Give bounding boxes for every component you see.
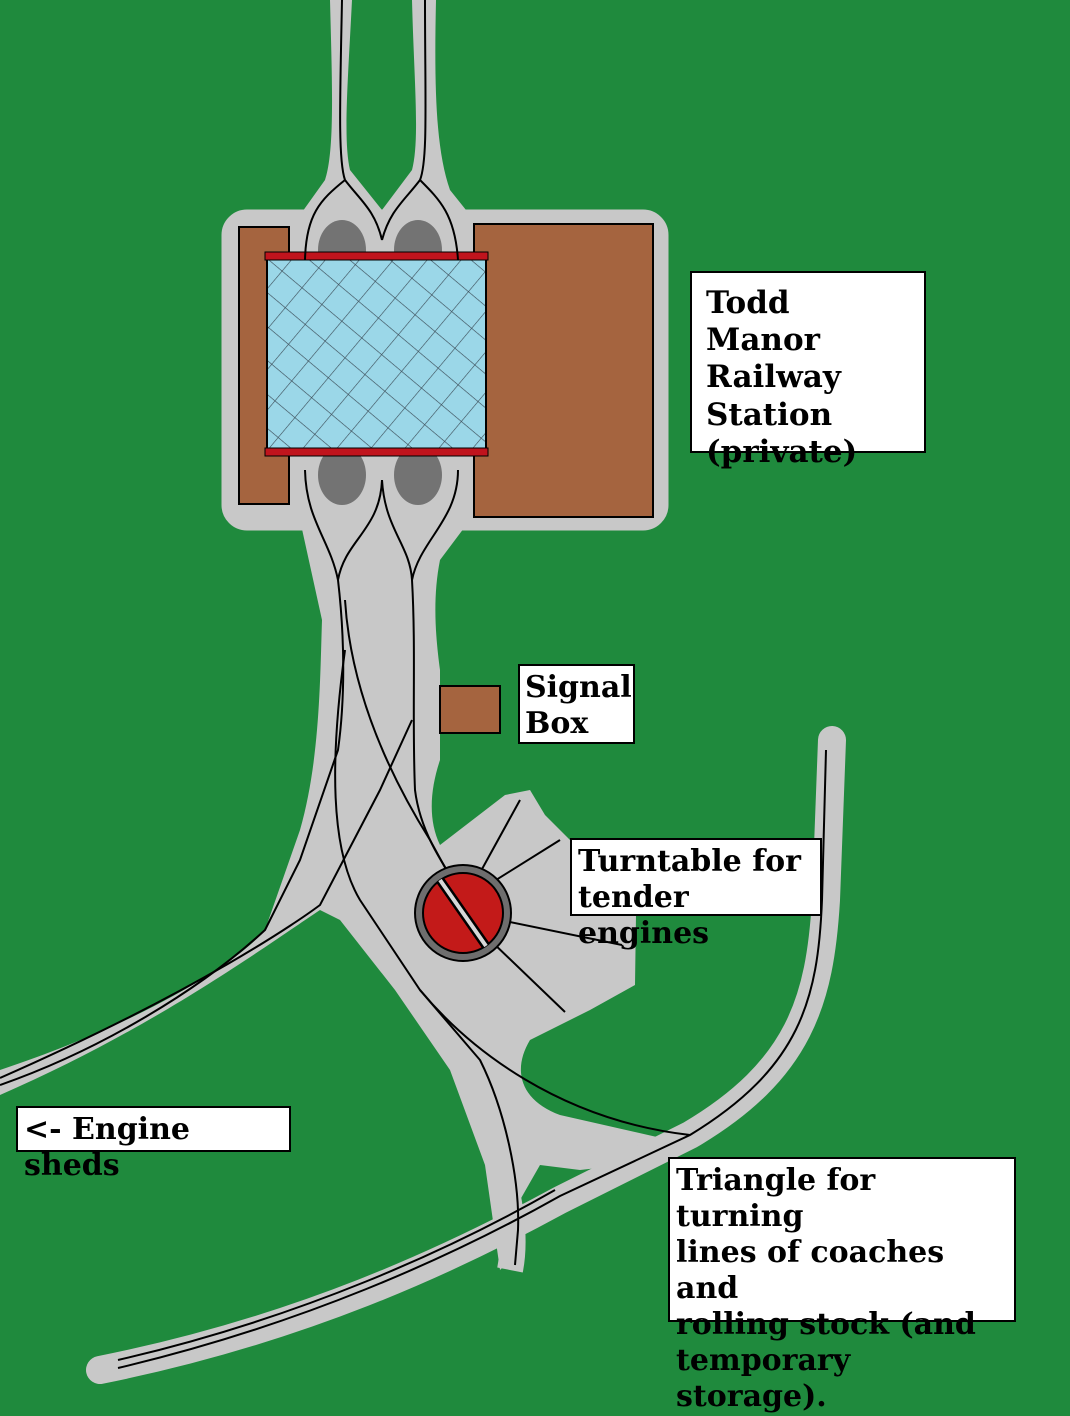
triangle-base-bed xyxy=(86,726,846,1384)
station-canopy xyxy=(264,251,489,457)
spur-3 xyxy=(499,919,623,946)
rail-south-a xyxy=(337,479,383,581)
rail-main-south-2 xyxy=(0,719,413,1079)
canopy-hatch xyxy=(266,257,487,451)
engine-sheds-label: <- Engine sheds xyxy=(16,1106,291,1183)
rail-south-east xyxy=(411,469,459,581)
station-buildings xyxy=(238,223,654,518)
north-approach xyxy=(300,0,470,215)
rail-north-2 xyxy=(381,0,427,241)
rail-north-1 xyxy=(339,0,383,241)
west-limb-bed xyxy=(467,1095,526,1273)
signal-box xyxy=(439,685,501,734)
turntable-label: Turntable for tender engines xyxy=(570,838,822,951)
platform-1-south xyxy=(318,445,366,505)
triangle-label: Triangle for turning lines of coaches an… xyxy=(668,1157,1016,1414)
rails xyxy=(0,0,827,1369)
rail-north-1b xyxy=(304,179,346,261)
rail-triangle-base xyxy=(117,749,827,1369)
rail-triangle-base-2 xyxy=(117,1189,556,1361)
east-building xyxy=(473,223,654,518)
canopy-edge-south xyxy=(264,447,489,457)
rail-north-2b xyxy=(419,179,459,261)
canopy-edge-north xyxy=(264,251,489,261)
rail-main-south xyxy=(334,649,520,1266)
rail-to-turntable xyxy=(344,599,491,951)
turntable-bridge-inner xyxy=(438,878,488,948)
rail-triangle-east xyxy=(419,989,691,1136)
platform-2-south xyxy=(394,445,442,505)
spur-4 xyxy=(489,939,566,1013)
signal-box-label: Signal Box xyxy=(518,664,635,744)
rail-south-west xyxy=(0,469,345,1086)
station-label: Todd Manor Railway Station (private) xyxy=(690,271,926,470)
turntable xyxy=(414,864,512,962)
south-stem xyxy=(0,520,670,1270)
